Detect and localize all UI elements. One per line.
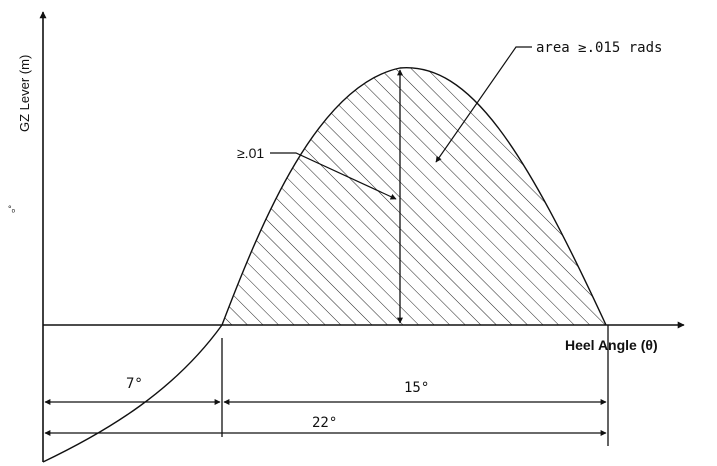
gz-min-leader <box>270 152 397 200</box>
gz-curve <box>42 67 607 463</box>
area-label: area ≥.015 rads <box>536 40 662 56</box>
gz-min-label: ≥.01 <box>237 145 264 161</box>
dim-label-7: 7° <box>126 376 143 392</box>
dim-label-22: 22° <box>312 415 337 431</box>
hatched-area <box>222 67 606 326</box>
dim-label-15: 15° <box>404 380 429 396</box>
y-axis-label: GZ Lever (m) <box>17 55 32 132</box>
x-axis-label: Heel Angle (θ) <box>565 337 658 353</box>
stray-mark: °ₒ <box>8 204 16 214</box>
area-leader <box>435 46 532 163</box>
